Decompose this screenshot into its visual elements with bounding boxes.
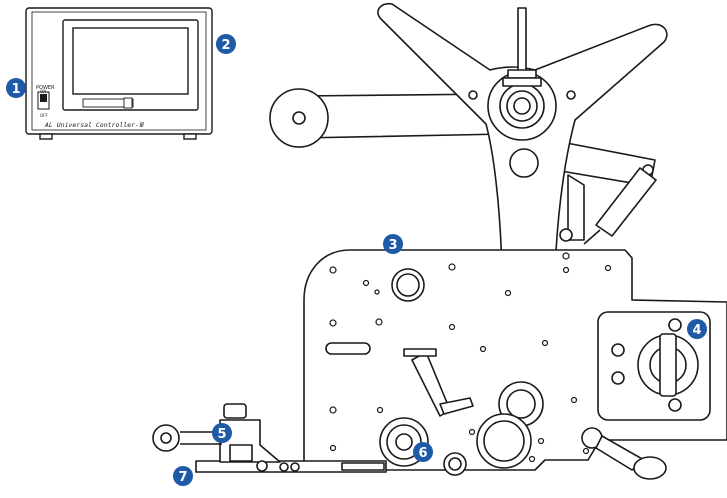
main-plate bbox=[152, 249, 727, 480]
applicator-knob bbox=[223, 403, 247, 419]
plate-hole bbox=[582, 447, 590, 455]
sub-plate-knob-d bbox=[668, 398, 682, 412]
svg-text:2: 2 bbox=[221, 38, 230, 53]
plate-hole bbox=[376, 406, 384, 414]
nip-roller-upper-inner bbox=[506, 389, 536, 419]
reel-shaft-collar-lower bbox=[502, 77, 542, 87]
label-roll-hub-core bbox=[395, 433, 413, 451]
callout-7: 7 bbox=[173, 466, 193, 486]
plate-hole bbox=[329, 406, 337, 414]
svg-text:7: 7 bbox=[178, 470, 187, 485]
reel-spoke-plate bbox=[377, 2, 668, 283]
peel-plate-slot bbox=[341, 462, 385, 471]
plate-slot bbox=[325, 342, 371, 355]
controller-brand-label: AL Universal Controller-Ⅲ bbox=[44, 121, 145, 129]
power-label: POWER bbox=[36, 85, 55, 91]
controller-screen bbox=[72, 27, 189, 95]
universal-controller bbox=[25, 7, 213, 140]
power-switch-rocker bbox=[40, 94, 47, 102]
power-on-label: ON bbox=[40, 89, 46, 94]
svg-text:1: 1 bbox=[11, 82, 20, 97]
spoke-bolt-a bbox=[566, 90, 576, 100]
controller-display-slot bbox=[82, 98, 134, 108]
plate-hole bbox=[468, 428, 476, 436]
plate-hole bbox=[479, 345, 487, 353]
reel-hub-core bbox=[513, 97, 531, 115]
reel-shaft-collar bbox=[507, 69, 537, 79]
plate-hole bbox=[562, 266, 570, 274]
applicator-block bbox=[229, 444, 253, 462]
left-roller-center bbox=[292, 111, 306, 125]
reel-assembly bbox=[269, 2, 668, 283]
plate-hole bbox=[375, 318, 383, 326]
peel-bolt-c bbox=[256, 460, 268, 472]
spring-cylinder bbox=[595, 167, 657, 237]
plate-hole bbox=[570, 396, 578, 404]
sub-plate-knob-b bbox=[611, 371, 625, 385]
plate-hole bbox=[537, 437, 545, 445]
handle-grip bbox=[633, 456, 667, 480]
svg-text:4: 4 bbox=[692, 323, 701, 338]
power-off-label: OFF bbox=[40, 113, 48, 118]
small-roller-inner bbox=[448, 457, 462, 471]
plate-hole bbox=[448, 323, 456, 331]
callout-6: 6 bbox=[413, 442, 433, 462]
applicator-roller-center bbox=[160, 432, 172, 444]
svg-text:5: 5 bbox=[217, 427, 226, 442]
plate-hole bbox=[362, 279, 370, 287]
sub-plate-knob-a bbox=[611, 343, 625, 357]
sensor-bracket bbox=[403, 348, 437, 357]
rotary-clamp bbox=[659, 333, 677, 397]
spoke-bolt-b bbox=[468, 90, 478, 100]
callout-4: 4 bbox=[687, 319, 707, 339]
spring-pivot bbox=[559, 228, 573, 242]
plate-hole bbox=[329, 266, 337, 274]
plate-hole bbox=[562, 252, 570, 260]
tension-arm bbox=[567, 174, 585, 241]
nip-roller-lower-inner bbox=[483, 420, 525, 462]
svg-text:6: 6 bbox=[418, 446, 427, 461]
plate-hole bbox=[329, 444, 337, 452]
plate-hole bbox=[604, 264, 612, 272]
reel-shaft bbox=[517, 7, 527, 77]
plate-holes bbox=[329, 252, 612, 463]
callout-1: 1 bbox=[6, 78, 26, 98]
plate-large-hole-inner bbox=[396, 273, 420, 297]
plate-hole bbox=[528, 455, 536, 463]
peel-bolt-a bbox=[279, 462, 289, 472]
callout-2: 2 bbox=[216, 34, 236, 54]
sensor-tab bbox=[439, 397, 474, 415]
callout-5: 5 bbox=[212, 423, 232, 443]
plate-hole bbox=[504, 289, 512, 297]
plate-hole bbox=[541, 339, 549, 347]
controller-foot-left bbox=[39, 133, 53, 140]
plate-hole bbox=[329, 319, 337, 327]
controller-foot-right bbox=[183, 133, 197, 140]
peel-bolt-b bbox=[290, 462, 300, 472]
spring-rod bbox=[583, 229, 601, 245]
controller-slot-knob bbox=[123, 97, 133, 109]
spoke-hole bbox=[509, 148, 539, 178]
svg-text:3: 3 bbox=[388, 238, 397, 253]
sub-plate-knob-c bbox=[668, 318, 682, 332]
plate-hole bbox=[448, 263, 456, 271]
callout-3: 3 bbox=[383, 234, 403, 254]
plate-hole bbox=[374, 289, 380, 295]
